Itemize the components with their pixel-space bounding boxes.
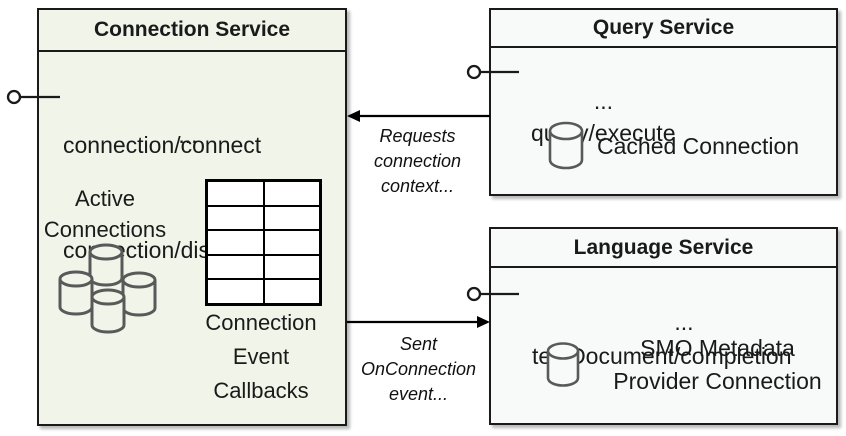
- connection-service-box: Connection Service connection/connect co…: [37, 8, 347, 426]
- table-cell: [263, 205, 320, 231]
- database-icon: [546, 342, 580, 387]
- connection-methods-ellipsis: ...: [178, 122, 198, 148]
- database-icon: [88, 243, 124, 287]
- requests-arrow-label: Requests connection context...: [373, 126, 462, 196]
- connection-event-callbacks-label: Connection Event Callbacks: [205, 310, 317, 403]
- table-cell: [207, 254, 264, 280]
- query-service-title: Query Service: [491, 10, 836, 48]
- language-methods-ellipsis: ...: [674, 309, 694, 335]
- cached-connection-label: Cached Connection: [597, 132, 800, 159]
- table-cell: [263, 254, 320, 280]
- language-service-box: Language Service textDocument/completion…: [489, 227, 838, 425]
- callbacks-table-icon: [205, 179, 322, 306]
- requests-arrow: [347, 110, 490, 122]
- database-icon: [58, 270, 94, 316]
- query-methods-ellipsis: ...: [593, 88, 614, 114]
- table-cell: [263, 230, 320, 255]
- smo-connection-label: SMO Metadata Provider Connection: [613, 335, 822, 394]
- active-connections-icon: [58, 243, 157, 334]
- database-icon: [121, 271, 157, 317]
- method-connection-connect: connection/connect: [63, 132, 262, 158]
- connection-service-title: Connection Service: [39, 10, 345, 52]
- smo-connection-row: SMO Metadata Provider Connection: [545, 334, 840, 396]
- language-service-title: Language Service: [491, 229, 836, 268]
- table-cell: [263, 181, 320, 206]
- table-cell: [263, 279, 320, 304]
- query-service-box: Query Service query/execute ... Cached C…: [489, 8, 838, 196]
- table-cell: [207, 181, 264, 206]
- table-cell: [207, 230, 264, 255]
- cached-connection-row: Cached Connection: [547, 118, 799, 174]
- active-connections-label: Active Connections: [43, 186, 167, 242]
- database-icon: [90, 288, 126, 334]
- table-cell: [207, 205, 264, 231]
- database-icon: [548, 121, 584, 170]
- table-cell: [207, 279, 264, 304]
- sent-event-arrow-label: Sent OnConnection event...: [360, 334, 477, 404]
- sent-event-arrow: [347, 316, 490, 328]
